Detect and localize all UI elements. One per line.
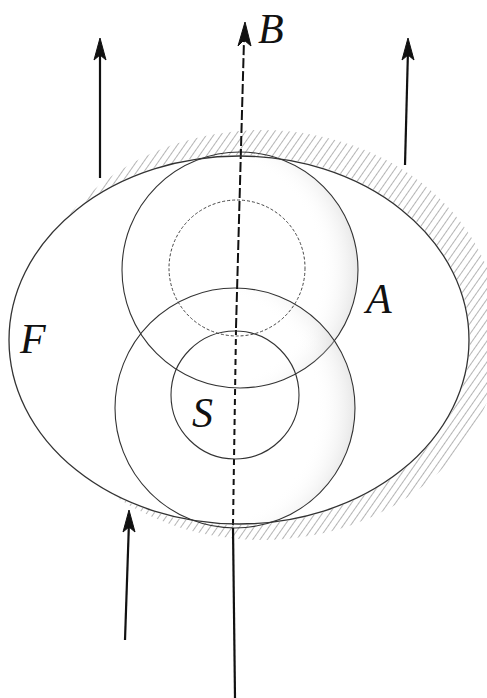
- region-label: A: [366, 278, 392, 320]
- sphere-circle: S: [170, 330, 300, 460]
- lower-outer-circle: [115, 288, 355, 528]
- field-ellipse-outline: [8, 155, 470, 525]
- sphere-circle-outline: [170, 330, 300, 460]
- circle-border: [171, 331, 299, 459]
- field-arrows: [94, 22, 414, 698]
- ellipse-border: [9, 156, 469, 524]
- shape-letter: S: [192, 392, 213, 434]
- field-label: B: [258, 8, 284, 50]
- shape-letter: F: [20, 318, 46, 360]
- field-ellipse: FS: [8, 155, 470, 525]
